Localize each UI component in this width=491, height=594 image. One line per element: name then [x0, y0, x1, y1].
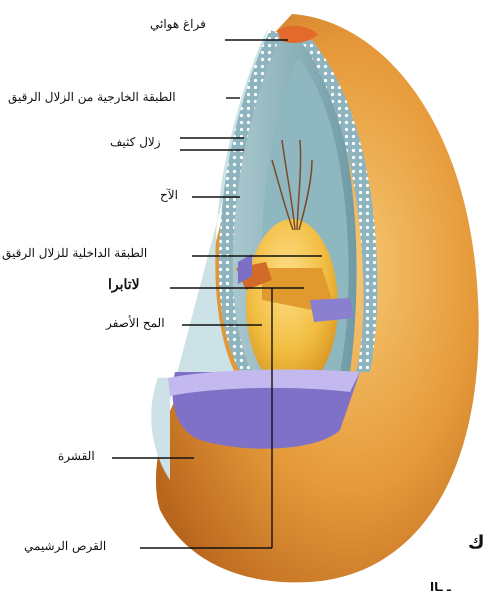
label-air-space: فراغ هوائي — [150, 18, 206, 30]
label-latebra: لاتابرا — [108, 278, 140, 292]
label-yolk: المح الأصفر — [106, 317, 165, 329]
label-chalaza: الآح — [160, 189, 178, 201]
label-shell: القشرة — [58, 450, 95, 462]
label-outer-thin-albumen: الطبقة الخارجية من الزلال الرقيق — [8, 91, 176, 103]
label-germinal-disc: القرص الرشيمي — [24, 540, 106, 552]
membrane-mid — [310, 298, 354, 322]
label-inner-thin-albumen: الطبقة الداخلية للزلال الرقيق — [2, 247, 147, 259]
page-fragment-right-char: ك — [468, 532, 485, 553]
label-thick-albumen: زلال كثيف — [110, 136, 161, 148]
page-fragment-bottom-text: ـ ـاا — [430, 580, 451, 594]
